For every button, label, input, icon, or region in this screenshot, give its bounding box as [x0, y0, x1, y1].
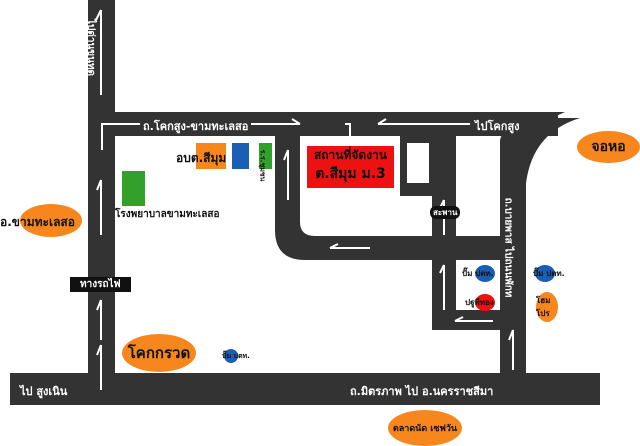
- sao-office-label: อบต.สีมุม: [176, 151, 227, 165]
- cho-ho-oval: จอหอ: [577, 131, 640, 163]
- road-label-mittraphap: ถ.มิตรภาพ ไป อ.นครราชสีมา: [350, 385, 494, 398]
- kham-thale-so-oval: [20, 204, 82, 237]
- road-venue-loop: [275, 136, 500, 260]
- venue-marker[interactable]: สถานที่จัดงาน ต.สีมุม ม.3: [307, 146, 394, 188]
- ptt-2-label: ปั๊ม ปตท.: [533, 269, 565, 278]
- venue-line2: ต.สีมุม ม.3: [315, 166, 386, 182]
- school-label: ร.ร.ชุมชน: [258, 149, 267, 182]
- blue-building: [232, 143, 249, 169]
- school-marker: [259, 143, 272, 169]
- railway-label: ทางรถไฟ: [70, 277, 131, 292]
- bridge-label: สะพาน: [430, 206, 461, 219]
- sao-office-marker: [196, 143, 226, 169]
- pratu-thong-label: ปฐูทีทอง: [465, 298, 494, 307]
- venue-line1: สถานที่จัดงาน: [313, 148, 388, 162]
- road-bottom-mittraphap: [10, 373, 600, 405]
- hospital-marker: [122, 171, 145, 206]
- road-label-sung-noen: ไป สูงเนิน: [20, 385, 68, 398]
- road-label-khok-sung-kham-thale-so: ถ.โคกสูง-ขามทะเลสอ: [140, 117, 252, 135]
- khok-kruat-oval: โคกกรวด: [122, 334, 196, 372]
- road-label-dan-khun-thot: ไปด่านขุนทด: [85, 18, 97, 77]
- market-oval: ตลาดนัด เซฟวัน: [388, 410, 462, 446]
- ptt-3-dot: [224, 349, 238, 363]
- kham-thale-so-label: อ.ขามทะเลสอ: [0, 215, 75, 229]
- road-label-bypass: ถ.บายพาส ไปถนนพักท: [502, 197, 514, 298]
- pratu-thong-dot: [475, 294, 495, 311]
- road-label-to-khok-sung: ไปโคกสูง: [475, 120, 520, 133]
- hospital-label: โรงพยาบาลขามทะเลสอ: [115, 209, 220, 220]
- ptt-2-dot: [535, 265, 555, 282]
- ptt-1-dot: [475, 265, 495, 282]
- home-pro-oval: โฮมโปร: [536, 292, 558, 322]
- ptt-3-label: ปั๊ม ปตท.: [222, 352, 250, 360]
- ptt-1-label: ปั๊ม ปตท.: [462, 269, 494, 278]
- roads: [10, 0, 600, 405]
